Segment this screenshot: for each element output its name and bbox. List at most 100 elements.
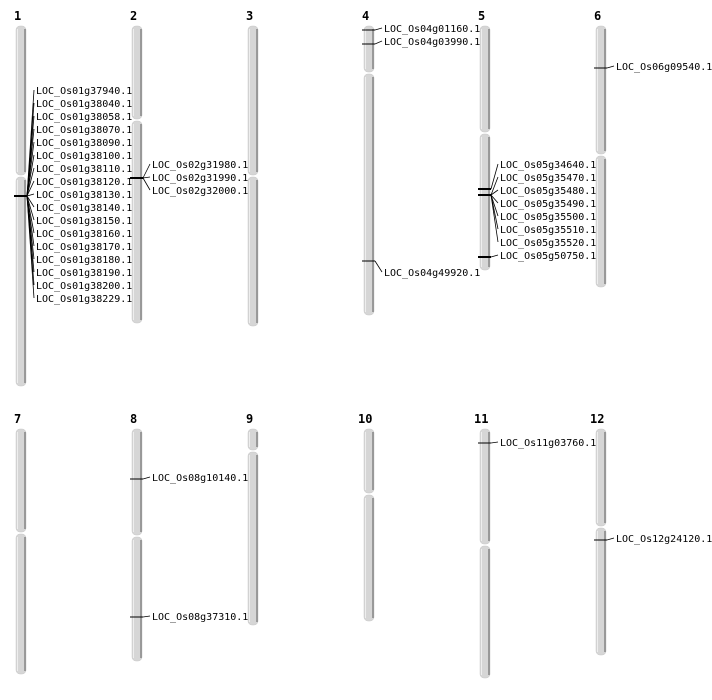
- gene-label: LOC_Os01g38229.1: [36, 294, 132, 305]
- gene-label: LOC_Os01g38058.1: [36, 112, 132, 123]
- gene-label: LOC_Os04g03990.1: [384, 37, 480, 48]
- chromosome-number: 12: [590, 412, 604, 426]
- gene-label: LOC_Os11g03760.1: [500, 438, 596, 449]
- gene-label: LOC_Os06g09540.1: [616, 62, 712, 73]
- chromosome-2: 2LOC_Os02g31980.1LOC_Os02g31990.1LOC_Os0…: [130, 9, 248, 324]
- gene-connector-line: [606, 65, 615, 69]
- gene-label: LOC_Os01g38170.1: [36, 242, 132, 253]
- chromosome-number: 7: [14, 412, 21, 426]
- gene-label: LOC_Os02g31980.1: [152, 160, 248, 171]
- gene-connector-line: [490, 441, 499, 444]
- chromosome-number: 2: [130, 9, 137, 23]
- long-arm: [15, 176, 27, 387]
- gene-connector-line: [142, 476, 151, 480]
- gene-label: LOC_Os01g38090.1: [36, 138, 132, 149]
- chromosome-number: 6: [594, 9, 601, 23]
- chromosome-number: 4: [362, 9, 369, 23]
- gene-connector-line: [142, 615, 151, 618]
- gene-label: LOC_Os12g24120.1: [616, 534, 712, 545]
- gene-label: LOC_Os05g35510.1: [500, 225, 596, 236]
- chromosome-7: 7: [14, 412, 27, 675]
- short-arm: [131, 428, 143, 536]
- short-arm: [15, 428, 27, 533]
- gene-label: LOC_Os08g10140.1: [152, 473, 248, 484]
- short-arm: [595, 428, 607, 527]
- gene-label: LOC_Os01g38140.1: [36, 203, 132, 214]
- short-arm: [247, 25, 259, 176]
- gene-connector-line: [490, 163, 499, 190]
- chromosome-number: 5: [478, 9, 485, 23]
- gene-label: LOC_Os01g38130.1: [36, 190, 132, 201]
- gene-connector-line: [26, 154, 35, 197]
- gene-label: LOC_Os01g38040.1: [36, 99, 132, 110]
- chromosome-number: 8: [130, 412, 137, 426]
- gene-connector-line: [490, 176, 499, 196]
- gene-connector-line: [26, 195, 35, 221]
- chromosome-number: 1: [14, 9, 21, 23]
- long-arm: [247, 176, 259, 327]
- gene-label: LOC_Os02g32000.1: [152, 186, 248, 197]
- chromosome-5: 5LOC_Os05g34640.1LOC_Os05g35470.1LOC_Os0…: [478, 9, 596, 271]
- short-arm: [363, 428, 375, 494]
- gene-label: LOC_Os05g34640.1: [500, 160, 596, 171]
- gene-connector-line: [26, 195, 35, 299]
- gene-label: LOC_Os01g38180.1: [36, 255, 132, 266]
- gene-label: LOC_Os04g49920.1: [384, 268, 480, 279]
- gene-label: LOC_Os01g38150.1: [36, 216, 132, 227]
- long-arm: [15, 533, 27, 675]
- short-arm: [479, 25, 491, 133]
- gene-connector-line: [374, 40, 383, 45]
- gene-connector-line: [490, 194, 499, 243]
- chromosome-3: 3: [246, 9, 259, 327]
- long-arm: [479, 133, 491, 271]
- short-arm: [131, 25, 143, 120]
- long-arm: [595, 527, 607, 656]
- gene-label: LOC_Os01g37940.1: [36, 86, 132, 97]
- gene-label: LOC_Os05g35520.1: [500, 238, 596, 249]
- gene-label: LOC_Os08g37310.1: [152, 612, 248, 623]
- chromosome-number: 3: [246, 9, 253, 23]
- gene-connector-line: [490, 194, 499, 204]
- long-arm: [363, 494, 375, 622]
- gene-connector-line: [26, 167, 35, 197]
- gene-label: LOC_Os01g38200.1: [36, 281, 132, 292]
- gene-label: LOC_Os01g38190.1: [36, 268, 132, 279]
- long-arm: [479, 545, 491, 679]
- gene-label: LOC_Os05g35480.1: [500, 186, 596, 197]
- chromosome-10: 10: [358, 412, 375, 622]
- gene-label: LOC_Os01g38120.1: [36, 177, 132, 188]
- gene-label: LOC_Os01g38160.1: [36, 229, 132, 240]
- gene-connector-line: [142, 163, 151, 179]
- chromosome-number: 10: [358, 412, 372, 426]
- short-arm: [15, 25, 27, 176]
- gene-connector-line: [374, 27, 383, 31]
- gene-connector-line: [142, 177, 151, 191]
- gene-label: LOC_Os05g50750.1: [500, 251, 596, 262]
- short-arm: [479, 428, 491, 545]
- gene-connector-line: [142, 176, 151, 179]
- gene-connector-line: [26, 195, 35, 208]
- long-arm: [595, 155, 607, 288]
- gene-label: LOC_Os05g35500.1: [500, 212, 596, 223]
- chromosome-9: 9: [246, 412, 259, 626]
- short-arm: [363, 25, 375, 73]
- chromosome-number: 9: [246, 412, 253, 426]
- short-arm: [595, 25, 607, 155]
- gene-label: LOC_Os04g01160.1: [384, 24, 480, 35]
- long-arm: [247, 451, 259, 626]
- gene-connector-line: [490, 189, 499, 196]
- gene-label: LOC_Os05g35490.1: [500, 199, 596, 210]
- gene-connector-line: [374, 260, 383, 273]
- gene-connector-line: [606, 537, 615, 541]
- gene-label: LOC_Os01g38100.1: [36, 151, 132, 162]
- gene-connector-line: [26, 180, 35, 197]
- short-arm: [247, 428, 259, 451]
- gene-label: LOC_Os01g38070.1: [36, 125, 132, 136]
- chromosome-number: 11: [474, 412, 488, 426]
- long-arm: [131, 536, 143, 662]
